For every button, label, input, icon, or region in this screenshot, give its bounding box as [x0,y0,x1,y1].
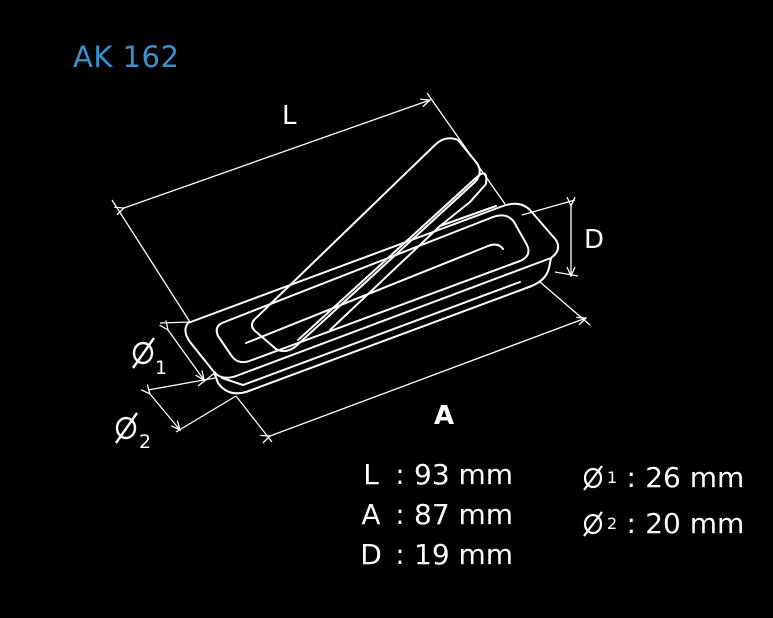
lever-hinge [329,205,497,331]
inner-cup [215,214,530,364]
dim-L-ext-left [111,199,191,323]
diameter-index: 1 [607,468,618,487]
cup-body [213,257,552,395]
spec-separator: : [395,458,405,491]
dim-A-ext-left [235,395,273,443]
dim-D-ext-bottom [554,271,579,277]
phi2-symbol [115,412,138,444]
dim-D-label: D [584,225,604,255]
dim-A-label: A [434,401,454,431]
dim-L-label: L [282,101,297,131]
dim-A-line [270,318,586,436]
diameter-index: 2 [607,514,618,533]
lever-edge [297,172,488,341]
phi1-symbol [132,337,155,369]
spec-value: 19 mm [414,538,514,571]
spec-separator: : [395,498,405,531]
spec-separator: : [395,538,405,571]
spec-value: 26 mm [645,461,745,494]
dim-phi2-ext-bottom [175,395,237,433]
spec-table-dimensions: L : 93 mm A : 87 mm D : 19 mm [356,455,524,575]
spec-key: L [363,458,379,491]
spec-separator: : [626,461,636,494]
spec-value: 87 mm [414,498,514,531]
diameter-icon [580,465,606,491]
dim-A-ext-right [539,281,591,326]
lever [250,137,481,353]
spec-row-L: L : 93 mm [356,455,524,495]
dim-D-ext-top [521,199,576,216]
spec-row-phi1: 1 : 26 mm [580,455,755,501]
dim-phi1-ext-top [159,321,191,324]
phi1-subscript: 1 [155,357,167,379]
spec-key: A [361,498,381,531]
spec-row-phi2: 2 : 20 mm [580,501,755,547]
spec-value: 93 mm [414,458,514,491]
spec-key: D [360,538,382,571]
dim-phi2-line [150,394,180,430]
product-title: AK 162 [73,40,180,74]
spec-row-D: D : 19 mm [356,535,524,575]
phi2-subscript: 2 [139,431,151,453]
dim-L-ext-right [426,92,506,205]
cup-body-inner [221,281,521,386]
spec-table-diameters: 1 : 26 mm 2 : 20 mm [580,455,755,547]
spec-separator: : [626,507,636,540]
diameter-icon [580,511,606,537]
inner-cup-floor [245,243,504,344]
dim-L-line [124,100,430,208]
dim-phi1-line [168,330,204,380]
dim-phi2-ext-top [147,377,216,391]
spec-row-A: A : 87 mm [356,495,524,535]
spec-value: 20 mm [645,507,745,540]
